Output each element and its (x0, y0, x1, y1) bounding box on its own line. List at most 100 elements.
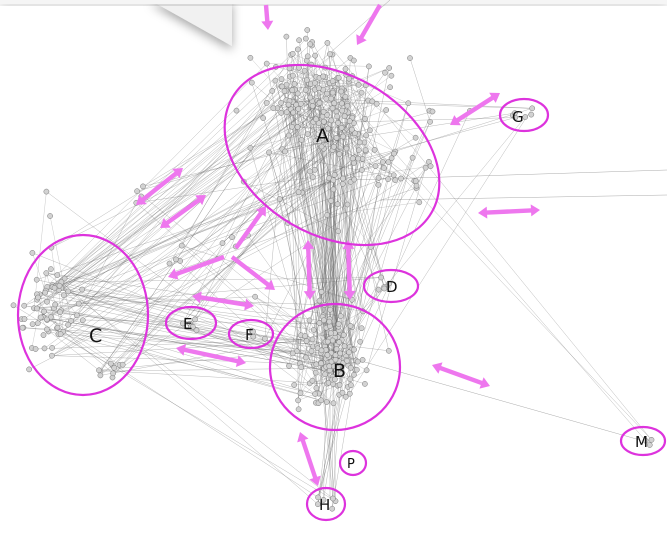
cluster-h-label: H (319, 496, 330, 514)
cluster-c-label: C (89, 325, 102, 347)
network-node-icon (337, 382, 342, 387)
network-node-icon (173, 257, 178, 262)
network-node-icon (299, 365, 304, 370)
network-node-icon (360, 357, 365, 362)
network-edge (363, 118, 516, 159)
cluster-g-label: G (512, 108, 524, 126)
network-node-icon (530, 106, 535, 111)
network-node-icon (398, 176, 403, 181)
network-node-icon (305, 132, 310, 137)
cluster-p-label: P (347, 457, 355, 472)
network-node-icon (339, 125, 344, 130)
network-node-icon (410, 155, 415, 160)
network-node-icon (298, 391, 303, 396)
network-node-icon (356, 148, 361, 153)
network-node-icon (249, 80, 254, 85)
network-node-icon (248, 145, 253, 150)
network-node-icon (338, 351, 343, 356)
network-node-icon (321, 74, 326, 79)
network-node-icon (58, 332, 63, 337)
network-node-icon (310, 175, 315, 180)
network-node-icon (284, 110, 289, 115)
network-node-icon (44, 271, 49, 276)
network-node-icon (140, 184, 145, 189)
network-node-icon (370, 99, 375, 104)
network-node-icon (319, 289, 324, 294)
network-node-icon (304, 78, 309, 83)
network-node-icon (376, 175, 381, 180)
network-node-icon (296, 398, 301, 403)
network-node-icon (325, 339, 330, 344)
network-node-icon (325, 40, 330, 45)
network-node-icon (335, 114, 340, 119)
double-headed-arrow-icon (432, 362, 490, 388)
network-node-icon (363, 148, 368, 153)
network-node-icon (319, 398, 324, 403)
network-node-icon (317, 100, 322, 105)
network-node-icon (332, 172, 337, 177)
network-edge (340, 355, 640, 440)
network-node-icon (324, 399, 329, 404)
network-edge (327, 202, 419, 215)
network-node-icon (362, 140, 367, 145)
network-node-icon (362, 381, 367, 386)
network-node-icon (372, 147, 377, 152)
network-node-icon (346, 350, 351, 355)
network-node-icon (30, 322, 35, 327)
network-node-icon (324, 96, 329, 101)
double-headed-arrow-icon (356, 4, 382, 45)
network-edge (380, 195, 667, 200)
network-node-icon (352, 177, 357, 182)
network-node-icon (340, 176, 345, 181)
network-node-icon (292, 382, 297, 387)
network-node-icon (359, 167, 364, 172)
network-node-icon (27, 367, 32, 372)
network-node-icon (35, 295, 40, 300)
network-node-icon (49, 353, 54, 358)
network-node-icon (310, 378, 315, 383)
network-node-icon (339, 89, 344, 94)
network-node-icon (308, 169, 313, 174)
network-node-icon (179, 243, 184, 248)
network-node-icon (406, 101, 411, 106)
network-node-icon (381, 165, 386, 170)
network-node-icon (264, 100, 269, 105)
network-node-icon (351, 372, 356, 377)
network-edge (44, 311, 315, 394)
network-node-icon (379, 275, 384, 280)
network-node-icon (417, 200, 422, 205)
network-node-icon (20, 325, 25, 330)
network-node-icon (98, 373, 103, 378)
network-node-icon (317, 320, 322, 325)
network-node-icon (41, 309, 46, 314)
network-node-icon (366, 64, 371, 69)
network-node-icon (357, 140, 362, 145)
network-node-icon (48, 213, 53, 218)
network-node-icon (66, 322, 71, 327)
double-headed-arrow-icon (450, 93, 500, 125)
network-node-icon (319, 361, 324, 366)
cluster-m-label: M (635, 433, 648, 451)
cluster-f-label: F (245, 326, 254, 344)
network-node-icon (248, 55, 253, 60)
network-node-icon (343, 94, 348, 99)
network-node-icon (389, 73, 394, 78)
network-node-icon (413, 135, 418, 140)
network-node-icon (52, 285, 57, 290)
network-node-icon (324, 91, 329, 96)
network-node-icon (48, 267, 53, 272)
network-node-icon (270, 88, 275, 93)
network-node-icon (337, 152, 342, 157)
network-node-icon (305, 54, 310, 59)
network-node-icon (393, 178, 398, 183)
network-node-icon (386, 348, 391, 353)
network-node-icon (354, 367, 359, 372)
network-node-icon (303, 333, 308, 338)
network-node-icon (11, 303, 16, 308)
network-node-icon (303, 87, 308, 92)
network-node-icon (305, 27, 310, 32)
network-node-icon (388, 85, 393, 90)
network-node-icon (299, 137, 304, 142)
network-node-icon (321, 119, 326, 124)
network-node-icon (35, 321, 40, 326)
